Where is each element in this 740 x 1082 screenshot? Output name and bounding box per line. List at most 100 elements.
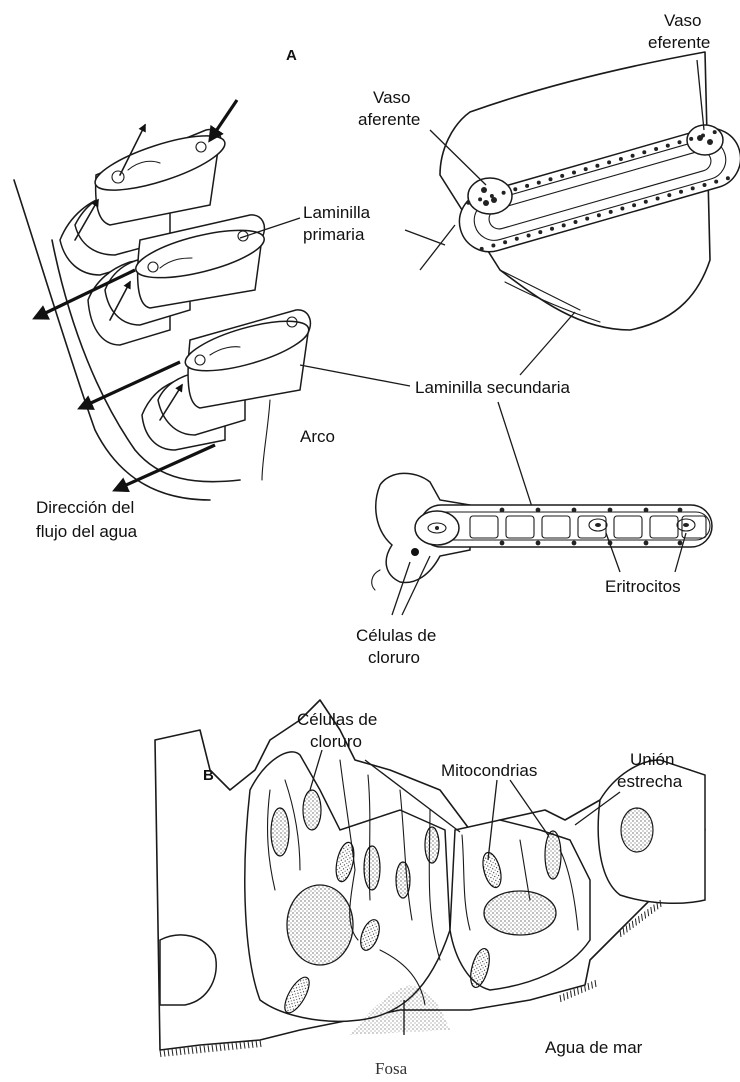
epithelial-nucleus bbox=[527, 234, 531, 238]
epithelial-nucleus bbox=[619, 157, 623, 161]
epithelial-nucleus bbox=[666, 144, 670, 148]
epithelial-nucleus bbox=[644, 200, 648, 204]
epithelial-nucleus bbox=[703, 183, 707, 187]
fringe-hair bbox=[632, 921, 633, 928]
union-line1: Unión bbox=[630, 750, 674, 769]
fringe-hair bbox=[252, 1041, 253, 1048]
fringe-hair bbox=[168, 1049, 169, 1056]
fringe-hair bbox=[236, 1042, 237, 1049]
fringe-hair bbox=[592, 982, 593, 989]
panel-b: B bbox=[155, 700, 705, 1078]
direccion-line1: Dirección del bbox=[36, 498, 134, 517]
fringe-hair bbox=[240, 1042, 241, 1049]
fringe-hair bbox=[620, 930, 621, 937]
epithelial-nucleus bbox=[691, 186, 695, 190]
fringe-hair bbox=[645, 912, 646, 919]
label-arco: Arco bbox=[300, 427, 335, 446]
fringe-hair bbox=[248, 1041, 249, 1048]
fringe-hair bbox=[196, 1046, 197, 1053]
fringe-hair bbox=[574, 989, 575, 996]
fringe-hair bbox=[208, 1045, 209, 1052]
label-agua-de-mar: Agua de mar bbox=[545, 1038, 643, 1057]
fringe-hair bbox=[200, 1046, 201, 1053]
epithelial-nucleus bbox=[480, 247, 484, 251]
epithelial-nucleus bbox=[654, 147, 658, 151]
fringe-hair bbox=[564, 994, 565, 1001]
fringe-hair bbox=[188, 1047, 189, 1054]
label-celulas-cloruro-a: Células decloruro bbox=[356, 626, 436, 667]
fringe-hair bbox=[626, 925, 627, 932]
vaso-aferente-line1: Vaso bbox=[373, 88, 411, 107]
laminilla-secundaria-text: Laminilla secundaria bbox=[415, 378, 571, 397]
vaso-aferente-line2: aferente bbox=[358, 110, 420, 129]
fringe-hair bbox=[657, 902, 658, 909]
nucleus-right bbox=[484, 891, 556, 935]
mitochondrion bbox=[396, 862, 410, 898]
fringe-hair bbox=[164, 1050, 165, 1057]
epithelial-nucleus bbox=[595, 164, 599, 168]
panel-a-letter: A bbox=[286, 47, 297, 64]
fringe-hair bbox=[204, 1046, 205, 1053]
epithelial-nucleus bbox=[597, 213, 601, 217]
fringe-hair bbox=[192, 1047, 193, 1054]
fringe-hair bbox=[224, 1044, 225, 1051]
fringe-hair bbox=[172, 1049, 173, 1056]
label-eritrocitos: Eritrocitos bbox=[605, 577, 681, 596]
epithelial-nucleus bbox=[562, 223, 566, 227]
epithelial-nucleus bbox=[537, 181, 541, 185]
panel-b-letter: B bbox=[203, 767, 214, 784]
epithelial-nucleus bbox=[550, 227, 554, 231]
epithelial-nucleus bbox=[491, 244, 495, 248]
mitochondrion bbox=[303, 790, 321, 830]
epithelial-nucleus bbox=[678, 140, 682, 144]
epithelial-nucleus bbox=[478, 197, 482, 201]
epithelial-nucleus bbox=[584, 167, 588, 171]
fringe-hair bbox=[581, 986, 582, 993]
epithelial-nucleus bbox=[689, 137, 693, 141]
epithelial-nucleus bbox=[642, 150, 646, 154]
fringe-hair bbox=[571, 991, 572, 998]
primary-lamella-section bbox=[440, 52, 740, 330]
epithelial-nucleus bbox=[701, 134, 705, 138]
panel-a: A bbox=[14, 11, 740, 667]
fringe-hair bbox=[256, 1040, 257, 1047]
fringe-hair bbox=[654, 905, 655, 912]
fringe-hair bbox=[648, 909, 649, 916]
epithelial-nucleus bbox=[609, 210, 613, 214]
union-line2: estrecha bbox=[617, 772, 683, 791]
fringe-hair bbox=[639, 916, 640, 923]
epithelial-nucleus bbox=[515, 237, 519, 241]
epithelial-nucleus bbox=[713, 130, 717, 134]
fringe-hair bbox=[244, 1042, 245, 1049]
mitochondrion bbox=[545, 831, 561, 879]
fringe-hair bbox=[595, 980, 596, 987]
epithelial-nucleus bbox=[631, 154, 635, 158]
fringe-hair bbox=[160, 1050, 161, 1057]
fringe-hair bbox=[176, 1048, 177, 1055]
vaso-eferente-line1: Vaso bbox=[664, 11, 702, 30]
fringe-hair bbox=[635, 919, 636, 926]
label-fosa: Fosa bbox=[375, 1059, 408, 1078]
epithelial-nucleus bbox=[503, 240, 507, 244]
direccion-line2: flujo del agua bbox=[36, 522, 138, 541]
label-laminilla-primaria: Laminillaprimaria bbox=[240, 203, 455, 270]
epithelial-nucleus bbox=[574, 220, 578, 224]
epithelial-nucleus bbox=[679, 190, 683, 194]
fringe-hair bbox=[578, 988, 579, 995]
fringe-hair bbox=[260, 1040, 261, 1047]
fringe-hair bbox=[212, 1045, 213, 1052]
epithelial-nucleus bbox=[466, 201, 470, 205]
laminilla-primaria-line2: primaria bbox=[303, 225, 365, 244]
fringe-hair bbox=[629, 923, 630, 930]
right-cell-nucleus bbox=[621, 808, 653, 852]
epithelial-nucleus bbox=[502, 191, 506, 195]
fringe-hair bbox=[567, 992, 568, 999]
mitochondrion bbox=[425, 827, 439, 863]
epithelial-nucleus bbox=[714, 180, 718, 184]
epithelial-nucleus bbox=[620, 207, 624, 211]
